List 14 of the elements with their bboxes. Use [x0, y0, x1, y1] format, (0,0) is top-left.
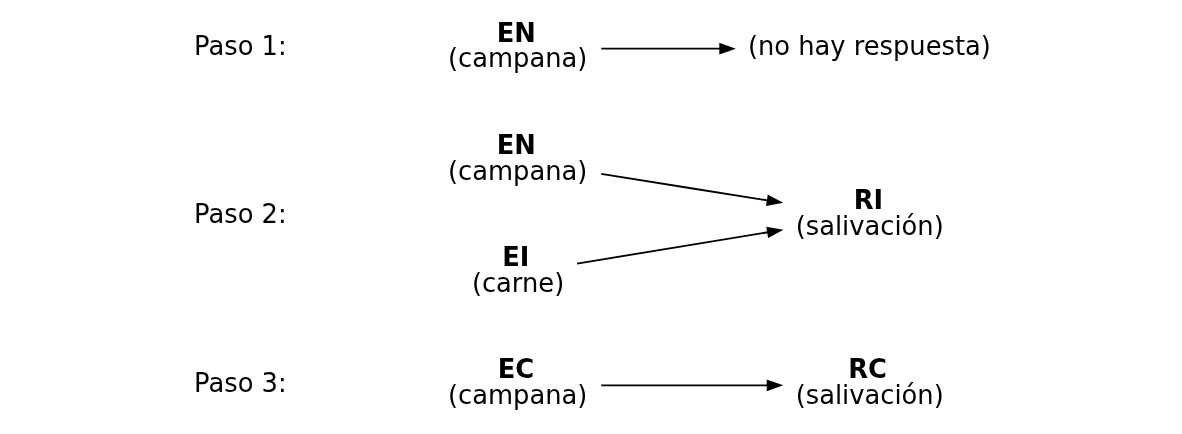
label: Paso 2:	[193, 198, 287, 229]
arrow	[599, 173, 783, 206]
arrow	[599, 379, 783, 392]
node-text: EC (campana)	[447, 354, 587, 411]
node-text: (no hay respuesta)	[747, 31, 991, 62]
node-text: EN (campana)	[447, 17, 587, 74]
label: Paso 3:	[193, 368, 287, 399]
arrow	[575, 226, 783, 265]
label: Paso 1:	[193, 31, 287, 62]
node-text: EI (carne)	[471, 242, 564, 298]
arrow	[599, 42, 736, 55]
node-text: RI (salivación)	[795, 185, 944, 241]
node-text: EN (campana)	[447, 129, 587, 186]
node-text: RC (salivación)	[795, 354, 944, 411]
